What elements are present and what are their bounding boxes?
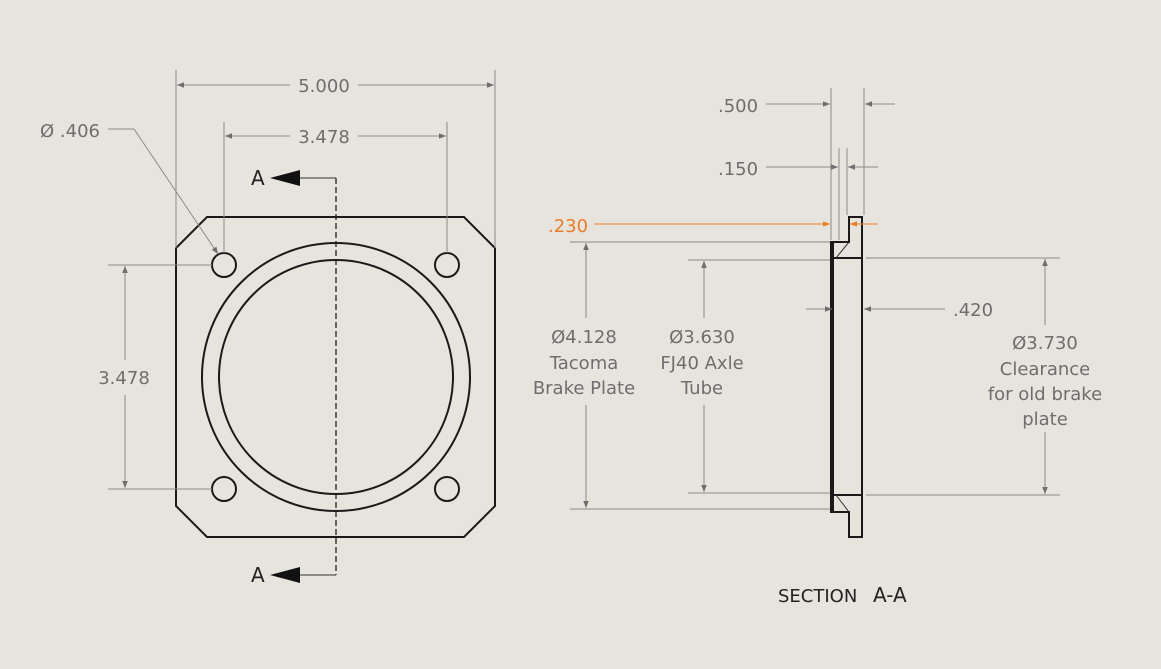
section-profile bbox=[830, 216, 863, 538]
clearance-label-text-2: for old brake bbox=[988, 384, 1102, 405]
dimension-fj40: Ø3.630 FJ40 Axle Tube bbox=[660, 259, 830, 494]
section-label-top: A bbox=[251, 166, 265, 190]
dimension-text-width: 5.000 bbox=[298, 76, 350, 97]
dimension-tacoma: Ø4.128 Tacoma Brake Plate bbox=[533, 241, 830, 510]
section-title-id: A-A bbox=[873, 583, 907, 607]
section-arrow-bottom bbox=[270, 567, 300, 583]
section-title-prefix: SECTION bbox=[778, 586, 857, 607]
clearance-label-text: Clearance bbox=[1000, 359, 1090, 380]
dimension-150: .150 bbox=[718, 148, 878, 240]
section-arrow-top bbox=[270, 170, 300, 186]
dimension-text-230: .230 bbox=[548, 216, 588, 237]
clearance-dia-text: Ø3.730 bbox=[1012, 333, 1078, 354]
section-view: .500 .150 .230 .420 Ø4.128 bbox=[533, 88, 1102, 607]
tacoma-label-text-2: Brake Plate bbox=[533, 378, 635, 399]
dimension-text-hole: Ø .406 bbox=[40, 121, 100, 142]
dimension-hole-diameter: Ø .406 bbox=[40, 121, 219, 255]
section-label-bottom: A bbox=[251, 563, 265, 587]
dimension-bolt-spacing-vertical: 3.478 bbox=[98, 264, 212, 490]
fj40-dia-text: Ø3.630 bbox=[669, 327, 735, 348]
clearance-label-text-3: plate bbox=[1022, 409, 1068, 430]
dimension-overall-width: 5.000 bbox=[175, 70, 496, 248]
dimension-500: .500 bbox=[718, 88, 895, 240]
fj40-label-text: FJ40 Axle bbox=[660, 353, 743, 374]
dimension-text-500: .500 bbox=[718, 96, 758, 117]
dimension-text-150: .150 bbox=[718, 159, 758, 180]
front-view: A A 5.000 3.478 3.478 bbox=[40, 70, 496, 587]
section-title: SECTION A-A bbox=[778, 583, 907, 607]
bolt-hole-bottom-right bbox=[434, 476, 460, 502]
dimension-text-420: .420 bbox=[953, 300, 993, 321]
dimension-text-bolt-v: 3.478 bbox=[98, 368, 150, 389]
dimension-text-bolt-h: 3.478 bbox=[298, 127, 350, 148]
bolt-hole-top-left bbox=[211, 252, 237, 278]
dimension-420: .420 bbox=[806, 300, 993, 321]
dimension-clearance: Ø3.730 Clearance for old brake plate bbox=[866, 257, 1102, 496]
fj40-label-text-2: Tube bbox=[680, 378, 723, 399]
bolt-hole-bottom-left bbox=[211, 476, 237, 502]
dimension-bolt-spacing-horizontal: 3.478 bbox=[223, 122, 448, 253]
section-chamfer-top bbox=[835, 241, 850, 259]
plate-outline bbox=[175, 216, 496, 538]
section-chamfer-bottom bbox=[835, 494, 850, 513]
tacoma-dia-text: Ø4.128 bbox=[551, 327, 617, 348]
tacoma-label-text: Tacoma bbox=[549, 353, 619, 374]
bolt-hole-top-right bbox=[434, 252, 460, 278]
dimension-230: .230 bbox=[548, 216, 878, 237]
